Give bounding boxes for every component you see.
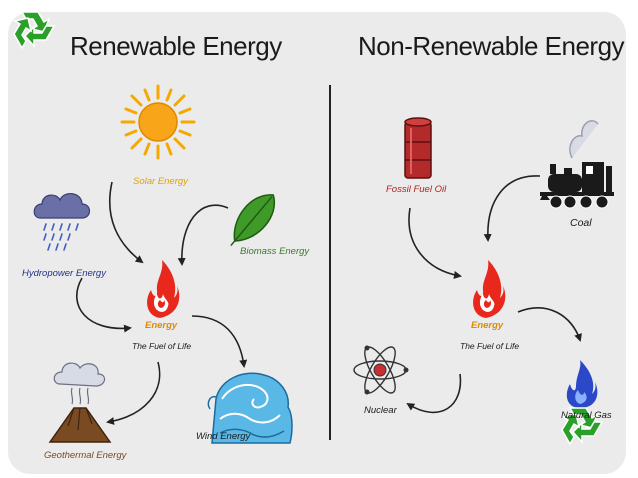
diagram-panel bbox=[8, 12, 626, 474]
volcano-icon bbox=[48, 362, 112, 443]
biomass-label: Biomass Energy bbox=[240, 246, 310, 257]
natural-gas-label: Natural Gas bbox=[561, 410, 612, 421]
energy-label: Energy bbox=[145, 320, 178, 331]
nuclear-label: Nuclear bbox=[364, 405, 397, 416]
flame-icon bbox=[473, 260, 506, 318]
fossil-fuel-label: Fossil Fuel Oil bbox=[386, 184, 447, 195]
coal-label: Coal bbox=[570, 217, 592, 229]
gas-flame-icon bbox=[566, 360, 598, 408]
solar-label: Solar Energy bbox=[133, 176, 188, 187]
recycle-icon bbox=[13, 11, 55, 49]
renewable-arrows bbox=[76, 181, 248, 425]
sun-icon bbox=[120, 84, 196, 160]
non-renewable-title: Non-Renewable Energy bbox=[358, 31, 625, 61]
geothermal-label: Geothermal Energy bbox=[44, 450, 127, 461]
oil-barrel-icon bbox=[404, 117, 432, 179]
atom-icon bbox=[353, 345, 409, 395]
flame-icon bbox=[147, 260, 180, 318]
renewable-title: Renewable Energy bbox=[70, 31, 282, 61]
energy-label: Energy bbox=[471, 320, 504, 331]
wind-label: Wind Energy bbox=[196, 431, 251, 442]
hydropower-label: Hydropower Energy bbox=[22, 268, 106, 279]
fuel-of-life-label: The Fuel of Life bbox=[460, 341, 520, 351]
fuel-of-life-label: The Fuel of Life bbox=[132, 341, 192, 351]
leaf-icon bbox=[230, 194, 276, 247]
non-renewable-arrows bbox=[406, 175, 582, 414]
rain-cloud-icon bbox=[33, 193, 91, 251]
locomotive-icon bbox=[540, 120, 614, 209]
waves-icon bbox=[207, 372, 293, 444]
